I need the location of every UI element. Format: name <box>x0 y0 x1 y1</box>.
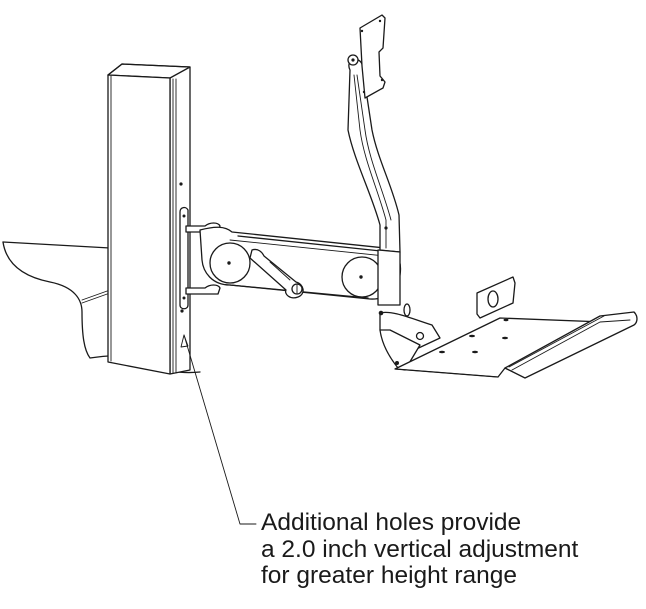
vesa-plate <box>359 14 386 99</box>
callout-leader-line <box>183 334 257 525</box>
monitor-arm <box>347 54 401 306</box>
callout-line-1: Additional holes provide <box>261 509 522 536</box>
vertical-post <box>107 63 191 375</box>
callout-line-2: a 2.0 inch vertical adjustment <box>261 535 579 563</box>
callout-line-3: for greater height range <box>261 562 518 589</box>
callout-text: Additional holes provide a 2.0 inch vert… <box>261 509 579 590</box>
tray-hinge <box>378 303 441 371</box>
keyboard-tray <box>394 276 638 379</box>
articulating-arm <box>199 226 402 300</box>
